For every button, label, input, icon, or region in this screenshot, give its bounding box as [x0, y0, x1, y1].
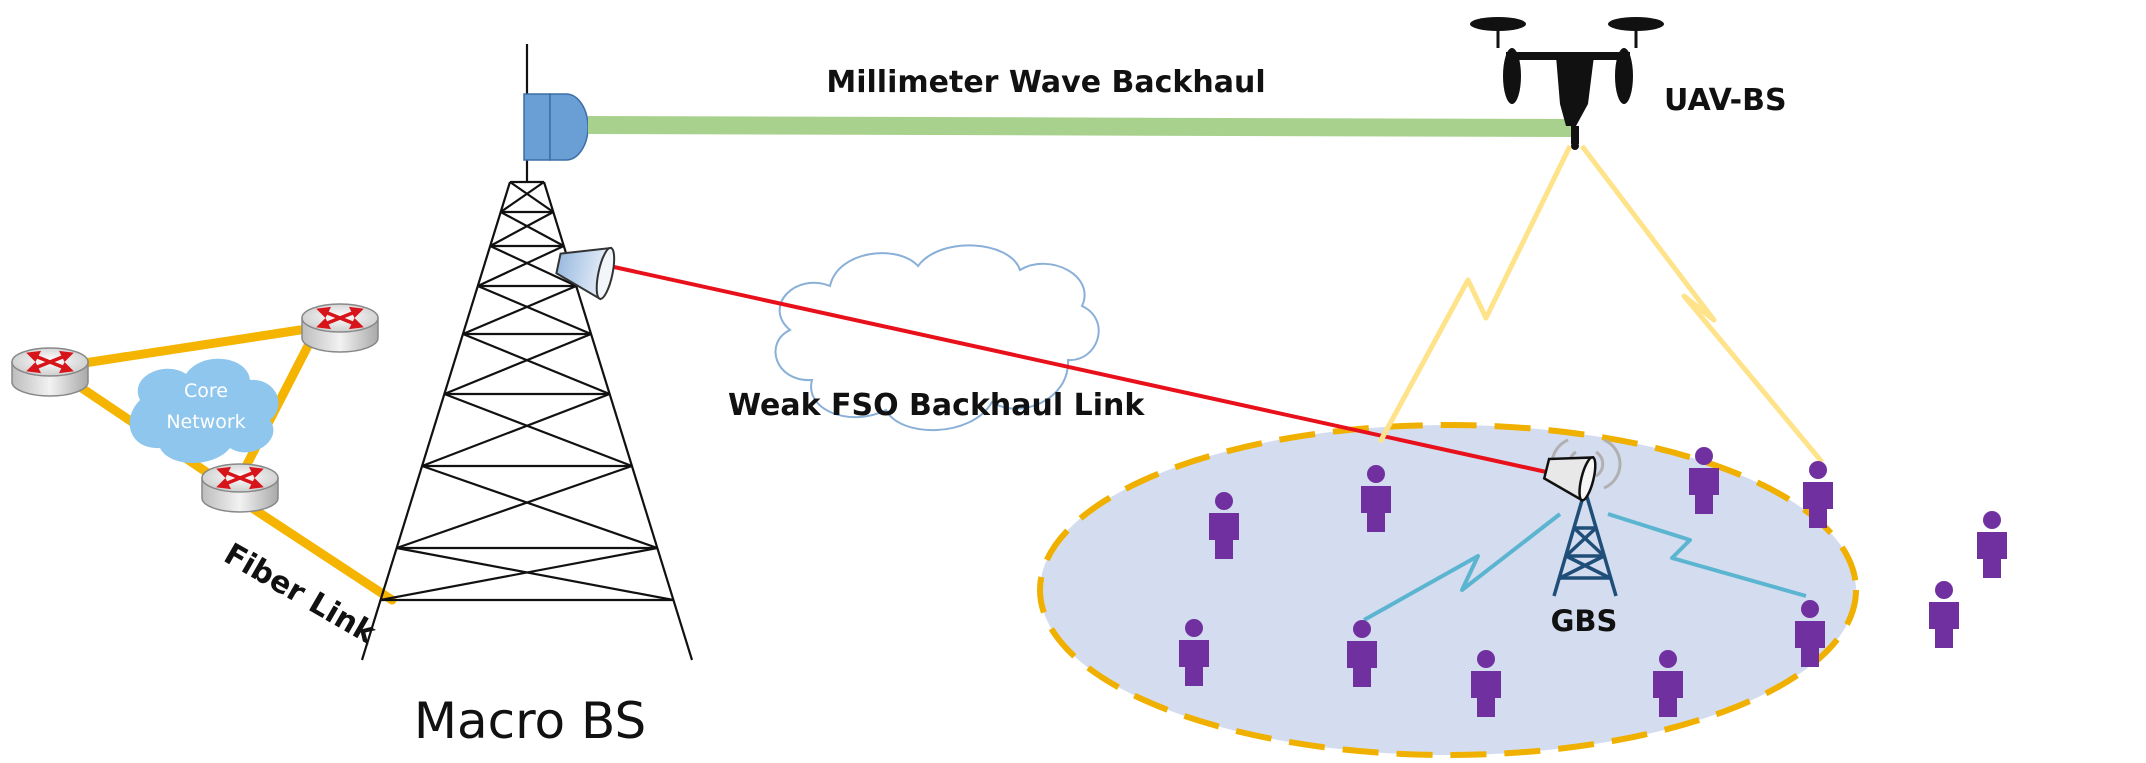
core-label-1: Core	[184, 380, 228, 402]
fso-label: Weak FSO Backhaul Link	[728, 388, 1145, 423]
macro-tower-icon	[360, 44, 694, 661]
mmwave-label: Millimeter Wave Backhaul	[826, 65, 1265, 100]
mmwave-backhaul-link	[587, 116, 1573, 137]
macro-bs-label: Macro BS	[414, 692, 646, 750]
fso-antenna-icon	[555, 246, 616, 301]
fso-backhaul-link	[613, 265, 1561, 477]
uav-beams	[1377, 144, 1824, 464]
gbs-label: GBS	[1551, 604, 1618, 638]
router-icon	[300, 302, 380, 354]
gbs-fso-receiver-icon	[1542, 456, 1597, 503]
mmwave-antenna-icon	[523, 93, 589, 161]
user-icon	[1977, 511, 2007, 578]
fiber-link-label: Fiber Link	[218, 537, 382, 652]
core-label-2: Network	[166, 411, 245, 433]
coverage-area	[1037, 422, 1859, 758]
router-icon	[10, 346, 90, 398]
router-icon	[200, 462, 280, 514]
gbs-user-links	[1363, 512, 1807, 622]
core-network: Core Network Fiber Link	[10, 302, 397, 652]
user-icon	[1929, 581, 1959, 648]
gbs-tower-icon	[1552, 482, 1618, 597]
core-cloud-icon	[129, 358, 279, 463]
uav-drone-icon	[1470, 17, 1664, 150]
uav-label: UAV-BS	[1664, 83, 1787, 118]
